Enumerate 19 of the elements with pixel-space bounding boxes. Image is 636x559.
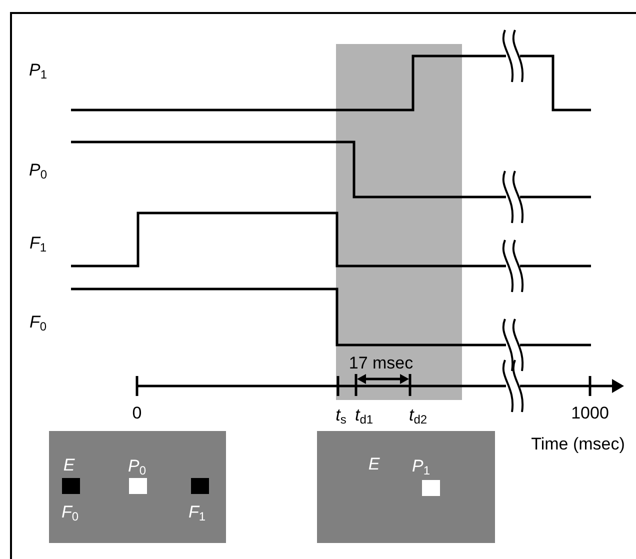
display-screen [49, 431, 226, 543]
axis-title: Time (msec) [531, 436, 625, 452]
tick-label: 0 [132, 404, 142, 422]
signal-label: F$_{1}$ [29, 234, 47, 252]
display-screen [317, 431, 495, 543]
signal-label: F$_{0}$ [29, 314, 47, 330]
stimulus-label: F$_{1}$ [188, 504, 206, 520]
stimulus-label: P$_{1}$ [412, 458, 430, 474]
tick-label: t$_{s}$ [336, 406, 346, 424]
tick-label: 1000 [571, 404, 609, 422]
stimulus-label: E [368, 456, 380, 472]
signal-label: P$_{1}$ [28, 62, 48, 78]
stimulus-label: E [63, 456, 75, 474]
stimulus-label: P$_{0}$ [128, 458, 146, 474]
interval-label: 17 msec [348, 354, 414, 372]
signal-label: P$_{0}$ [28, 162, 48, 178]
stimulus-label: F$_{0}$ [61, 504, 79, 520]
tick-label: t$_{d2}$ [408, 406, 428, 424]
tick-label: t$_{d1}$ [354, 406, 374, 424]
